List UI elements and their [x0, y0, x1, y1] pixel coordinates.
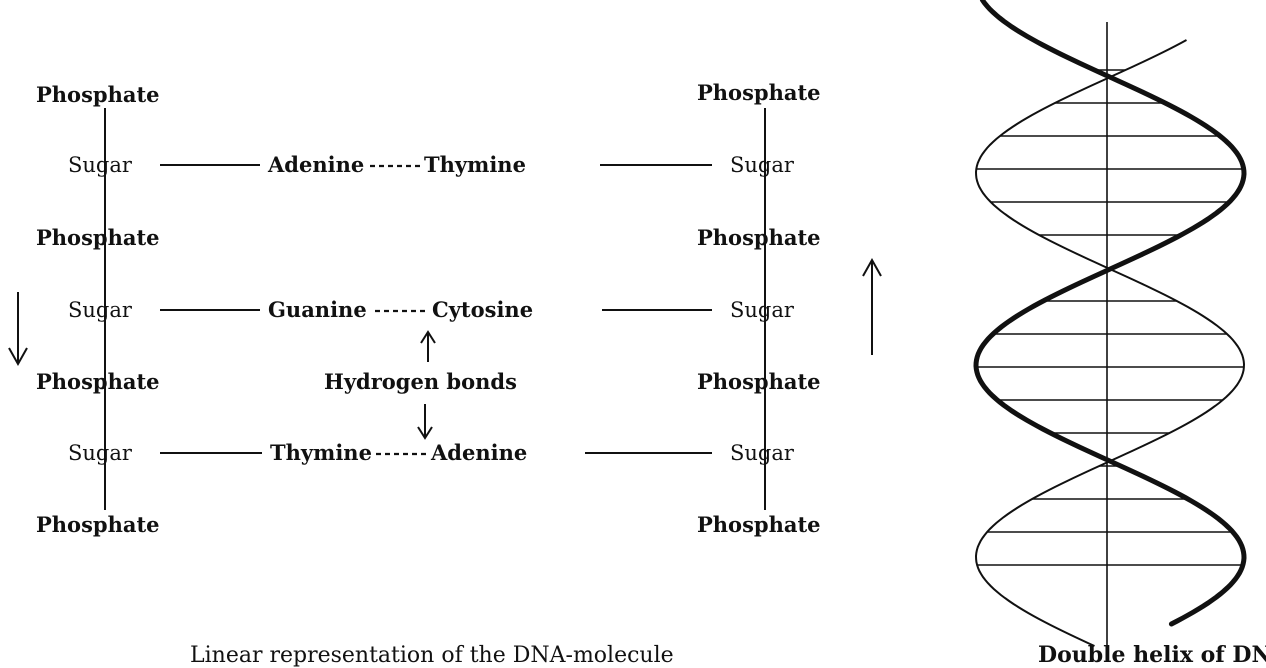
- pair-2-left-base: Guanine: [268, 297, 367, 322]
- helix-caption: Double helix of DNA: [1038, 642, 1266, 668]
- left-phosphate-2: Phosphate: [36, 225, 160, 250]
- right-phosphate-4: Phosphate: [697, 512, 821, 537]
- left-phosphate-4: Phosphate: [36, 512, 160, 537]
- pair-2-right-base: Cytosine: [432, 297, 533, 322]
- right-phosphate-2: Phosphate: [697, 225, 821, 250]
- hydrogen-bond-arrow-down-icon: [417, 404, 433, 440]
- pair-1-right-base: Thymine: [424, 152, 526, 177]
- right-sugar-2: Sugar: [730, 298, 795, 322]
- right-phosphate-3: Phosphate: [697, 369, 821, 394]
- pair-3-right-base: Adenine: [430, 440, 527, 465]
- helix-strand-b: [973, 0, 1247, 627]
- left-phosphate-1: Phosphate: [36, 82, 160, 107]
- right-sugar-1: Sugar: [730, 153, 795, 177]
- left-sugar-2: Sugar: [68, 298, 133, 322]
- left-sugar-1: Sugar: [68, 153, 133, 177]
- helix-base-pair-rungs: [976, 69, 1244, 566]
- double-helix: [973, 0, 1247, 662]
- linear-caption: Linear representation of the DNA-molecul…: [190, 643, 674, 668]
- hydrogen-bond-arrow-up-icon: [420, 330, 436, 362]
- right-phosphate-1: Phosphate: [697, 80, 821, 105]
- left-strand-direction-arrow-icon: [8, 292, 28, 367]
- left-sugar-3: Sugar: [68, 441, 133, 465]
- right-sugar-3: Sugar: [730, 441, 795, 465]
- helix-strand-a: [974, 39, 1246, 647]
- right-strand-direction-arrow-icon: [862, 257, 882, 355]
- hydrogen-bonds-label: Hydrogen bonds: [324, 369, 517, 394]
- pair-1-left-base: Adenine: [267, 152, 364, 177]
- left-phosphate-3: Phosphate: [36, 369, 160, 394]
- pair-3-left-base: Thymine: [270, 440, 372, 465]
